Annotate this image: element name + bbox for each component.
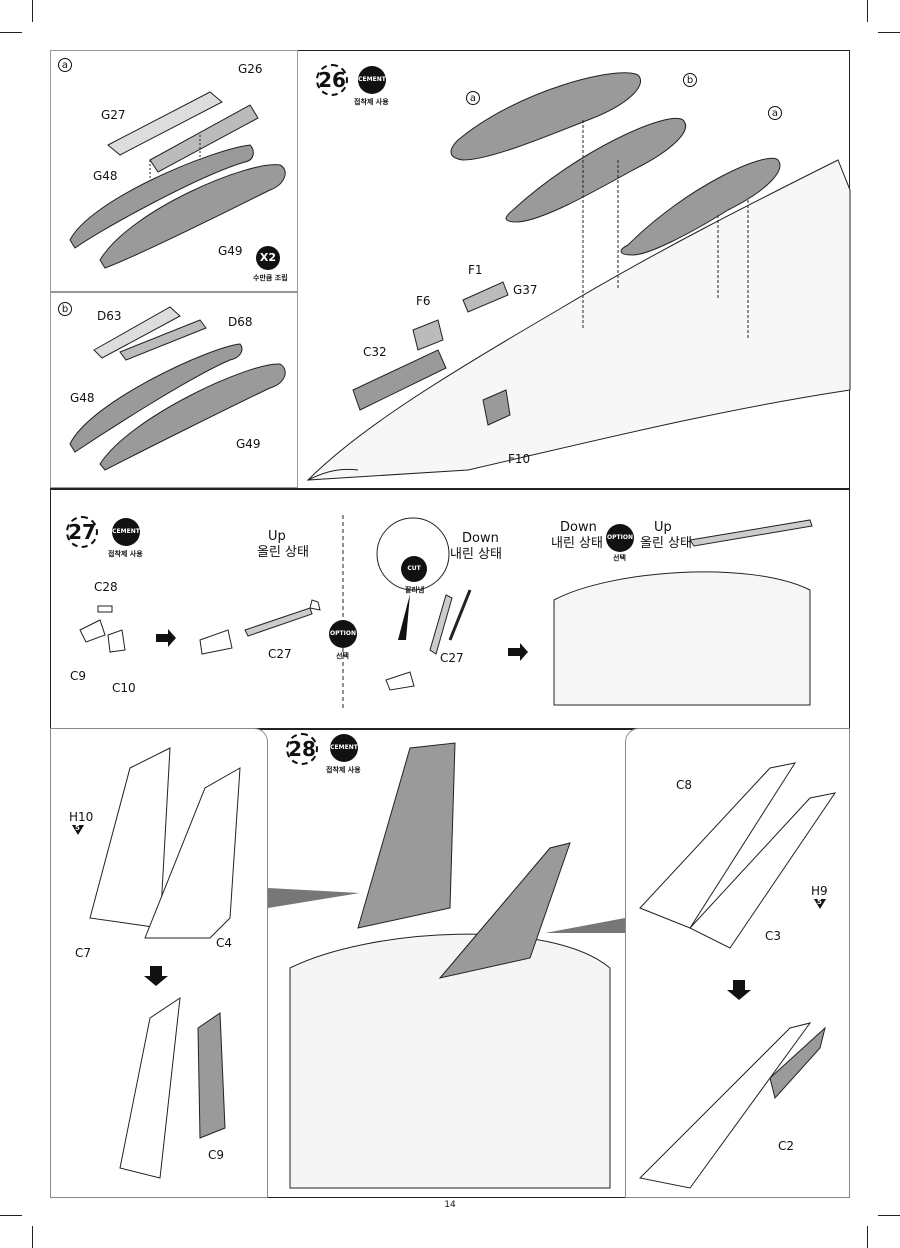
inset-a-marker: a: [58, 58, 72, 72]
cement-badge: CEMENT: [112, 518, 140, 546]
cement-badge: CEMENT: [358, 66, 386, 94]
crop-mark: [32, 0, 33, 22]
step-27-drawing: [79, 515, 813, 708]
down-label-en: Down: [462, 531, 499, 546]
crop-mark: [867, 0, 868, 22]
part-label: C4: [216, 936, 233, 950]
option-korean: 선택: [336, 652, 349, 660]
step-26-marker-b: b: [683, 73, 697, 87]
part-label: G48: [93, 169, 118, 183]
part-label: C27: [268, 647, 292, 661]
part-label: C10: [112, 681, 136, 695]
part-label: F1: [468, 263, 483, 277]
up-label-kr: 올린 상태: [257, 545, 309, 560]
part-label: G48: [70, 391, 95, 405]
page-frame: [50, 50, 850, 1198]
inset-b-drawing: [69, 306, 286, 471]
part-label: C27: [440, 651, 464, 665]
step-28-number: 28: [286, 733, 318, 765]
up-label-en-2: Up: [654, 520, 672, 535]
cut-korean: 잘라냄: [405, 586, 425, 594]
part-label: C28: [94, 580, 118, 594]
part-label: C9: [70, 669, 87, 683]
crop-mark: [32, 1226, 33, 1248]
x2-korean: 수만큼 조립: [253, 274, 288, 282]
section-divider: [50, 488, 850, 490]
part-label: G26: [238, 62, 263, 76]
inset-a-drawing: [69, 91, 286, 269]
inset-b-marker: b: [58, 302, 72, 316]
cement-korean: 접착제 사용: [108, 550, 143, 558]
page-ref: 5: [75, 824, 80, 832]
part-label: F10: [508, 452, 531, 466]
part-label: C7: [75, 946, 92, 960]
part-label: C3: [765, 929, 782, 943]
part-label: G27: [101, 108, 126, 122]
x2-badge: X2: [256, 246, 280, 270]
down-label-kr: 내린 상태: [450, 547, 502, 562]
part-label: C2: [778, 1139, 795, 1153]
crop-mark: [878, 1215, 900, 1216]
option-badge: OPTION: [329, 620, 357, 648]
step-26-marker-a2: a: [768, 106, 782, 120]
part-label: H9: [811, 884, 828, 898]
part-label: G37: [513, 283, 538, 297]
crop-mark: [0, 32, 22, 33]
part-label: D63: [97, 309, 122, 323]
down-label-en-2: Down: [560, 520, 597, 535]
part-label: G49: [218, 244, 243, 258]
cement-korean: 접착제 사용: [354, 98, 389, 106]
part-label: C9: [208, 1148, 225, 1162]
page-ref-triangle: 5: [72, 824, 84, 835]
step-26-drawing: [306, 72, 851, 481]
step-26-number: 26: [316, 64, 348, 96]
page-number: 14: [444, 1200, 456, 1210]
section-divider: [50, 728, 850, 730]
cement-badge: CEMENT: [330, 734, 358, 762]
cement-korean: 접착제 사용: [326, 766, 361, 774]
part-label: F6: [416, 294, 431, 308]
step-28-drawing: [89, 742, 837, 1189]
crop-mark: [0, 1215, 22, 1216]
step-26-marker-a: a: [466, 91, 480, 105]
up-label-en: Up: [268, 529, 286, 544]
up-label-kr-2: 올린 상태: [640, 536, 692, 551]
step-27-number: 27: [66, 516, 98, 548]
crop-mark: [878, 32, 900, 33]
page-ref-triangle: 5: [814, 898, 826, 909]
cut-badge: CUT: [401, 556, 427, 582]
part-label: H10: [69, 810, 94, 824]
part-label: C8: [676, 778, 693, 792]
option-badge: OPTION: [606, 524, 634, 552]
part-label: G49: [236, 437, 261, 451]
part-label: C32: [363, 345, 387, 359]
down-label-kr-2: 내린 상태: [551, 536, 603, 551]
crop-mark: [867, 1226, 868, 1248]
page-ref: 5: [817, 898, 822, 906]
option-korean: 선택: [613, 554, 626, 562]
part-label: D68: [228, 315, 253, 329]
